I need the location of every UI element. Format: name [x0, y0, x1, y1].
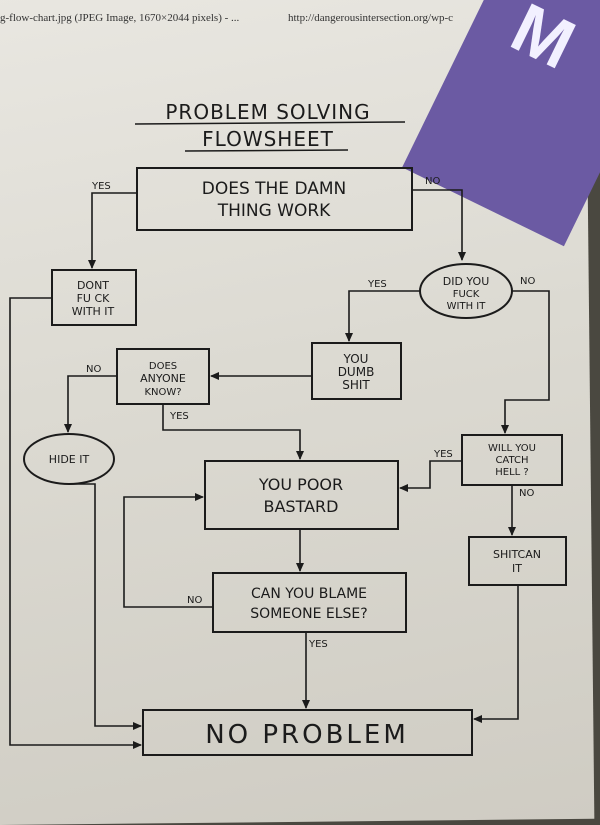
- print-header-title: g-flow-chart.jpg (JPEG Image, 1670×2044 …: [0, 12, 240, 24]
- edge-know-no: [64, 375, 117, 433]
- node-no-problem-label: NO PROBLEM: [205, 720, 409, 750]
- node-blame-line2: SOMEONE ELSE?: [250, 606, 367, 622]
- node-hide-label: HIDE IT: [49, 453, 90, 466]
- edge-label-no-hell: NO: [519, 488, 534, 499]
- edge-label-no-work: NO: [425, 176, 440, 187]
- node-poor-box: [204, 460, 399, 530]
- node-did-you-line2: FUCK: [453, 289, 480, 300]
- node-poor-line2: BASTARD: [264, 497, 339, 516]
- edge-did-no: [501, 290, 550, 434]
- node-catch-hell-line3: HELL ?: [495, 467, 528, 478]
- node-catch-hell-line1: WILL YOU: [488, 443, 536, 454]
- edge-label-yes-hell: YES: [433, 449, 453, 460]
- edge-did-yes: [345, 290, 420, 342]
- node-anyone-know-line1: DOES: [149, 361, 177, 372]
- node-damn-thing-line2: THING WORK: [217, 201, 331, 221]
- title-line2: FLOWSHEET: [202, 127, 334, 151]
- edge-label-no-know: NO: [86, 364, 101, 375]
- node-blame-box: [212, 572, 407, 633]
- node-dumb-line1: YOU: [343, 352, 369, 366]
- node-poor-line1: YOU POOR: [258, 475, 343, 494]
- node-shitcan-box: [468, 536, 567, 586]
- node-shitcan-line2: IT: [512, 562, 522, 575]
- node-shitcan-line1: SHITCAN: [493, 548, 541, 561]
- print-header-url: http://dangerousintersection.org/wp-c: [288, 12, 454, 24]
- edge-work-yes: [88, 192, 137, 269]
- flowchart-title: PROBLEM SOLVING FLOWSHEET: [134, 100, 406, 152]
- node-dumb-line2: DUMB: [338, 365, 375, 379]
- title-underline1: [134, 121, 406, 125]
- node-damn-thing-box: [136, 167, 413, 231]
- node-dumb-line3: SHIT: [342, 378, 370, 392]
- node-damn-thing-line1: DOES THE DAMN: [202, 179, 347, 199]
- node-catch-hell-line2: CATCH: [495, 455, 528, 466]
- edge-hell-yes: [399, 460, 462, 492]
- node-dont-touch-line2: FU CK: [77, 292, 111, 305]
- node-dont-touch-line1: DONT: [77, 279, 109, 292]
- browser-print-header: g-flow-chart.jpg (JPEG Image, 1670×2044 …: [0, 12, 600, 32]
- edge-label-no-did: NO: [520, 276, 535, 287]
- node-did-you-line1: DID YOU: [443, 275, 490, 288]
- flowchart: PROBLEM SOLVING FLOWSHEET: [9, 100, 567, 756]
- edge-dont-touch-to-noproblem: [9, 297, 142, 749]
- edge-label-yes-know: YES: [169, 411, 189, 422]
- title-underline2: [184, 149, 349, 152]
- node-did-you-line3: WITH IT: [447, 301, 487, 312]
- edge-shitcan-to-noproblem: [473, 585, 519, 723]
- edge-hide-to-noproblem: [69, 483, 142, 730]
- edge-work-no: [412, 189, 466, 261]
- node-blame-line1: CAN YOU BLAME: [251, 586, 367, 602]
- edge-label-no-blame: NO: [187, 595, 202, 606]
- edge-label-yes-work: YES: [91, 181, 111, 192]
- node-anyone-know-line2: ANYONE: [140, 372, 186, 385]
- edge-label-yes-blame: YES: [308, 639, 328, 650]
- node-dont-touch-line3: WITH IT: [72, 305, 115, 318]
- node-anyone-know-line3: KNOW?: [144, 387, 181, 398]
- edge-blame-no: [123, 493, 213, 608]
- title-line1: PROBLEM SOLVING: [165, 100, 370, 124]
- edge-know-yes: [162, 404, 304, 460]
- edge-label-yes-did: YES: [367, 279, 387, 290]
- node-dumb-box: [311, 342, 402, 400]
- node-no-problem-box: [142, 709, 473, 756]
